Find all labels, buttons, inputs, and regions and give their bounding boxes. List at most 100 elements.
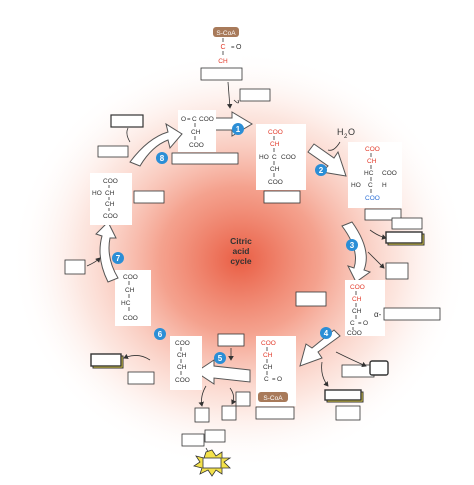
svg-text:COO: COO: [268, 179, 283, 186]
step-5-arrow: [195, 359, 251, 385]
svg-text:CH: CH: [191, 129, 201, 136]
step-7-arrow: [95, 221, 119, 283]
succinate-card: COO CH CH COO: [170, 336, 202, 390]
svg-text:COO: COO: [365, 195, 380, 202]
step-5-gtp-box[interactable]: [235, 391, 251, 407]
succinyl-scoa-badge: [258, 392, 288, 402]
step-5-pi-box[interactable]: [221, 405, 237, 421]
svg-text:COO: COO: [347, 330, 362, 337]
oxaloacetate-answer-box[interactable]: [171, 152, 239, 165]
step-4-badge: [320, 327, 332, 339]
step-8-badge: [156, 152, 168, 164]
step-8-number: 8: [160, 154, 165, 163]
malate-card: COO HO CH CH COO: [90, 173, 132, 225]
svg-text:COO: COO: [189, 142, 204, 149]
svg-text:HO: HO: [92, 190, 102, 197]
step-4-nad-box[interactable]: [295, 291, 327, 307]
step-4-product-box[interactable]: [324, 389, 362, 401]
svg-text:C: C: [192, 116, 197, 123]
step-7-number: 7: [116, 254, 121, 263]
step-2-badge: [315, 164, 327, 176]
step-3-arrow: [341, 221, 372, 283]
step-6-fad-box[interactable]: [90, 353, 122, 367]
svg-text:COO: COO: [350, 284, 365, 291]
step-5-atp-box[interactable]: [181, 433, 205, 447]
svg-text:HC: HC: [121, 300, 131, 307]
malate-answer-box[interactable]: [133, 190, 165, 204]
step-2-arrow: [307, 143, 347, 177]
oxalo-o: O: [181, 116, 186, 123]
succinyl-coa-answer-box[interactable]: [255, 406, 295, 420]
svg-text:COO: COO: [123, 274, 138, 281]
succinyl-coa-card: COO CH CH C = O S-CoA: [256, 336, 296, 406]
svg-text:C: C: [350, 320, 355, 327]
svg-text:CH: CH: [352, 296, 362, 303]
water-subscript: 2: [344, 134, 348, 140]
step-4-co2-box[interactable]: [335, 405, 361, 421]
oxalo-coo: COO: [199, 116, 214, 123]
svg-text:HO: HO: [259, 154, 269, 161]
svg-text:COO: COO: [261, 340, 276, 347]
svg-text:C: C: [264, 376, 269, 383]
svg-text:CH: CH: [263, 364, 273, 371]
svg-text:CH: CH: [105, 201, 115, 208]
svg-text:CH: CH: [270, 141, 280, 148]
step-3-cofactor-box[interactable]: [391, 217, 423, 230]
step-3-badge: [346, 239, 358, 251]
isocitrate-card: COO CH HC COO HO C H COO: [348, 142, 402, 208]
svg-text:C: C: [368, 182, 373, 189]
step-5-gdp-box[interactable]: [194, 407, 210, 423]
svg-text:COO: COO: [175, 340, 190, 347]
step-5-coa-box[interactable]: [217, 333, 245, 347]
step-2-number: 2: [319, 166, 324, 175]
alpha-ketoglutarate-answer-box[interactable]: [383, 307, 441, 321]
svg-text:COO: COO: [175, 377, 190, 384]
center-label-line2: acid: [232, 246, 249, 256]
acetyl-scoa-text: S-CoA: [216, 30, 236, 37]
step-3-product-box[interactable]: [385, 231, 423, 244]
svg-text:C: C: [272, 154, 277, 161]
step-4-coa-box[interactable]: [341, 364, 375, 378]
svg-text:HC: HC: [364, 170, 374, 177]
svg-text:S-CoA: S-CoA: [263, 395, 283, 402]
svg-text:=: =: [272, 377, 276, 383]
svg-text:CH: CH: [125, 287, 135, 294]
svg-text:COO: COO: [382, 170, 397, 177]
acetyl-carbon: C: [220, 44, 225, 51]
step-3-co2-box[interactable]: [385, 262, 409, 280]
step-6-fadh2-box[interactable]: [127, 371, 155, 385]
svg-text:COO: COO: [103, 178, 118, 185]
svg-text:HO: HO: [351, 182, 361, 189]
step-8-product-box[interactable]: [97, 145, 129, 158]
svg-text:CH: CH: [177, 352, 187, 359]
acetyl-coa-card: S-CoA C = O CH: [210, 25, 242, 69]
svg-text:=: =: [187, 117, 191, 123]
svg-text:O: O: [363, 320, 368, 327]
svg-text:=: =: [358, 321, 362, 327]
coa-answer-box-1[interactable]: [239, 88, 271, 102]
alpha-ketoglutarate-card: COO CH CH C = O COO: [345, 280, 385, 337]
acetyl-oxygen: O: [236, 44, 242, 51]
citrate-card: COO CH HO C COO CH COO: [256, 124, 306, 190]
step-5-badge: [214, 352, 226, 364]
step-3-number: 3: [350, 241, 355, 250]
svg-text:CH: CH: [352, 308, 362, 315]
acetyl-coa-answer-box[interactable]: [200, 67, 243, 81]
step-4-nadh-box[interactable]: [369, 360, 389, 376]
step-1-badge: [232, 123, 244, 135]
step-5-adp-box[interactable]: [204, 429, 226, 443]
acetyl-scoa-badge: [213, 27, 239, 37]
citrate-answer-box[interactable]: [263, 190, 301, 204]
svg-text:COO: COO: [268, 129, 283, 136]
step-6-number: 6: [158, 330, 163, 339]
svg-text:COO: COO: [103, 213, 118, 220]
acetyl-double-bond: =: [231, 45, 235, 51]
isocitrate-answer-box[interactable]: [364, 208, 402, 221]
svg-text:COO: COO: [281, 154, 296, 161]
step-8-cofactor-box[interactable]: [110, 114, 144, 128]
step-8-arrow: [129, 122, 183, 167]
step-5-energy-box[interactable]: [202, 457, 222, 469]
fumarate-card: COO CH HC COO: [115, 270, 151, 326]
step-7-water-box[interactable]: [64, 259, 86, 275]
